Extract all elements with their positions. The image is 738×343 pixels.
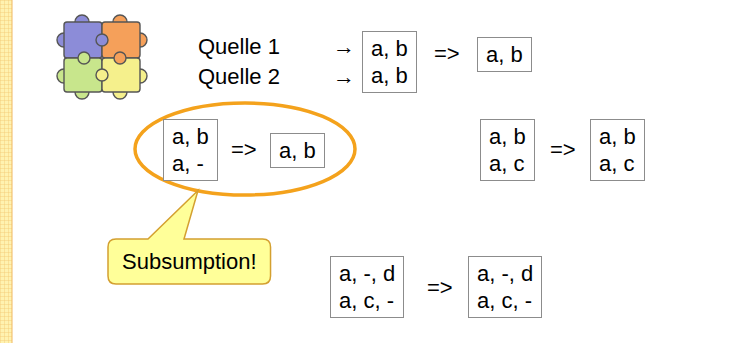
side-strip-edge <box>12 0 13 343</box>
callout-outline <box>108 190 271 284</box>
result-box: a, -, da, c, - <box>468 256 542 318</box>
box-text: a, b <box>489 123 526 150</box>
box-text: a, b <box>371 62 408 89</box>
box-text: a, -, d <box>477 260 533 287</box>
box-text: a, b <box>371 35 408 62</box>
box-text: a, - <box>172 150 209 177</box>
merge-symbol: => <box>434 40 460 67</box>
side-strip <box>0 0 12 343</box>
source-name: Quelle 1 <box>198 33 280 60</box>
source-name: Quelle 2 <box>198 63 280 90</box>
highlight-ellipse <box>135 103 355 195</box>
tuple-box: a, ba, - <box>163 119 218 181</box>
merge-symbol: => <box>231 136 257 163</box>
tuple-box: a, ba, b <box>362 31 417 93</box>
box-text: a, c <box>599 150 636 177</box>
merge-symbol: => <box>427 274 453 301</box>
puzzle-icon <box>57 15 147 99</box>
box-text: a, b <box>279 137 316 164</box>
box-text: a, c, - <box>477 287 533 314</box>
box-text: a, -, d <box>339 260 395 287</box>
box-text: a, b <box>172 123 209 150</box>
merge-symbol: => <box>550 136 576 163</box>
box-text: a, c <box>489 150 526 177</box>
tuple-box: a, ba, c <box>480 119 535 181</box>
box-text: a, b <box>486 41 523 68</box>
tuple-box: a, -, da, c, - <box>330 256 404 318</box>
box-text: Subsumption! <box>122 248 257 275</box>
callout-box: Subsumption! <box>108 239 271 284</box>
box-text: a, b <box>599 123 636 150</box>
result-box: a, ba, c <box>590 119 645 181</box>
arrow-symbol: → <box>333 63 355 90</box>
result-box: a, b <box>477 37 532 72</box>
arrow-symbol: → <box>333 33 355 60</box>
box-text: a, c, - <box>339 287 395 314</box>
result-box: a, b <box>270 133 325 168</box>
